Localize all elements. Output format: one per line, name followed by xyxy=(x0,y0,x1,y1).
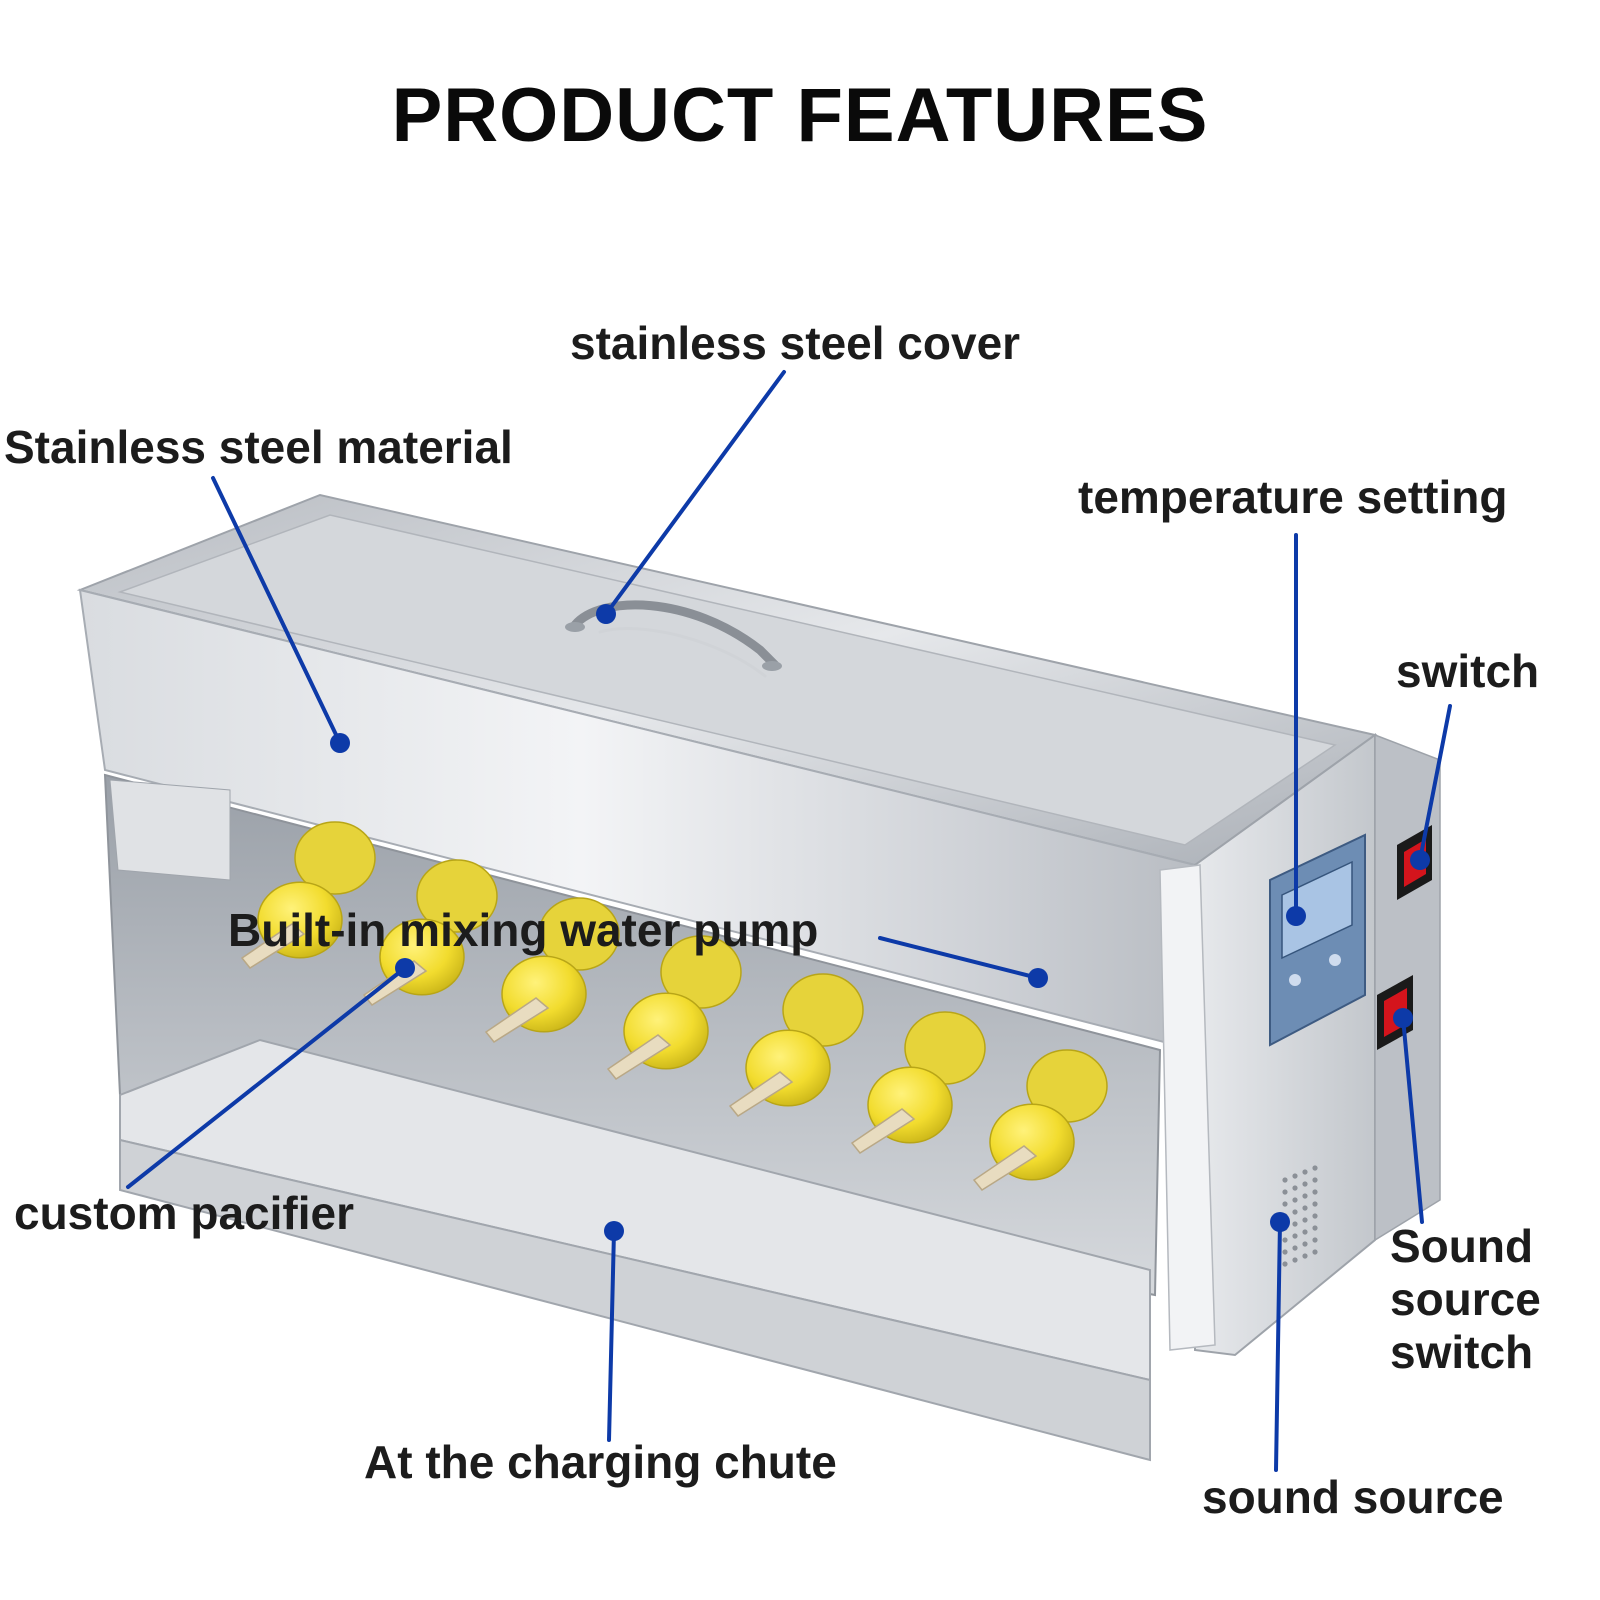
speaker-hole xyxy=(1282,1261,1288,1267)
speaker-hole xyxy=(1312,1225,1318,1231)
temperature-display-icon xyxy=(1269,833,1366,1047)
speaker-hole xyxy=(1302,1253,1308,1259)
dot-switch xyxy=(1410,850,1430,870)
speaker-hole xyxy=(1312,1189,1318,1195)
label-mixing-water-pump: Built-in mixing water pump xyxy=(228,904,819,956)
speaker-hole xyxy=(1292,1197,1298,1203)
label-sound-source: sound source xyxy=(1202,1471,1504,1523)
label-charging-chute: At the charging chute xyxy=(364,1436,837,1488)
speaker-hole xyxy=(1312,1237,1318,1243)
speaker-hole xyxy=(1282,1249,1288,1255)
lid-recess xyxy=(117,514,1337,846)
dot-sound-source-switch xyxy=(1393,1008,1413,1028)
leader-charging-chute xyxy=(607,1229,616,1442)
speaker-hole xyxy=(1292,1221,1298,1227)
nipple-back-4 xyxy=(660,935,742,1009)
leader-custom-pacifier xyxy=(126,966,407,1189)
speaker-hole xyxy=(1292,1245,1298,1251)
speaker-hole xyxy=(1312,1213,1318,1219)
leader-dots xyxy=(330,604,1430,1241)
feeding-nipple-icon xyxy=(850,1066,953,1154)
leader-sound-source xyxy=(1274,1220,1282,1472)
speaker-hole xyxy=(1282,1189,1288,1195)
dot-stainless-material xyxy=(330,733,350,753)
speaker-hole xyxy=(1302,1229,1308,1235)
speaker-hole xyxy=(1282,1177,1288,1183)
speaker-hole xyxy=(1312,1249,1318,1255)
inner-deflector xyxy=(109,779,231,881)
speaker-hole xyxy=(1282,1201,1288,1207)
label-stainless-steel-cover: stainless steel cover xyxy=(570,317,1021,369)
speaker-hole xyxy=(1302,1205,1308,1211)
speaker-hole xyxy=(1302,1217,1308,1223)
speaker-hole xyxy=(1282,1237,1288,1243)
lid-handle-icon xyxy=(565,600,782,678)
leader-switch xyxy=(1418,704,1452,862)
leader-lines xyxy=(126,370,1452,1472)
dot-stainless-cover xyxy=(596,604,616,624)
speaker-hole xyxy=(1302,1193,1308,1199)
feeding-nipple-icon xyxy=(240,881,343,969)
leader-stainless-cover xyxy=(604,370,786,616)
label-switch: switch xyxy=(1396,645,1540,697)
label-sound-source-switch: Sound source switch xyxy=(1390,1220,1541,1378)
leader-mixing-pump xyxy=(878,936,1040,980)
leader-stainless-material xyxy=(211,476,342,745)
speaker-hole xyxy=(1302,1241,1308,1247)
label-temperature-setting: temperature setting xyxy=(1078,471,1508,523)
speaker-hole xyxy=(1292,1233,1298,1239)
feeding-nipple-icon xyxy=(484,955,587,1043)
nipple-back-3 xyxy=(538,897,620,971)
speaker-hole xyxy=(1292,1257,1298,1263)
speaker-hole xyxy=(1292,1209,1298,1215)
label-stainless-steel-material: Stainless steel material xyxy=(4,421,513,473)
page-title: PRODUCT FEATURES xyxy=(391,73,1209,158)
nipple-back-1 xyxy=(294,821,376,895)
dot-temperature-setting xyxy=(1286,906,1306,926)
dot-charging-chute xyxy=(604,1221,624,1241)
speaker-hole xyxy=(1312,1165,1318,1171)
feeding-nipple-icon xyxy=(972,1103,1075,1191)
speaker-hole xyxy=(1292,1185,1298,1191)
feeding-nipple-icon xyxy=(728,1029,831,1117)
dot-sound-source xyxy=(1270,1212,1290,1232)
feeding-nipple-icon xyxy=(606,992,709,1080)
speaker-hole xyxy=(1312,1201,1318,1207)
side-front-strip xyxy=(1159,864,1216,1351)
speaker-hole xyxy=(1302,1169,1308,1175)
nipple-back-2 xyxy=(416,859,498,933)
leader-sound-source-switch xyxy=(1401,1016,1424,1224)
label-custom-pacifier: custom pacifier xyxy=(14,1187,354,1239)
dot-custom-pacifier xyxy=(395,958,415,978)
dot-mixing-pump xyxy=(1028,968,1048,988)
speaker-hole xyxy=(1302,1181,1308,1187)
charging-chute-panel xyxy=(119,1038,1151,1382)
speaker-hole xyxy=(1312,1177,1318,1183)
base-panel xyxy=(119,1138,1151,1462)
speaker-hole xyxy=(1292,1173,1298,1179)
feeding-nipples xyxy=(240,821,1108,1191)
